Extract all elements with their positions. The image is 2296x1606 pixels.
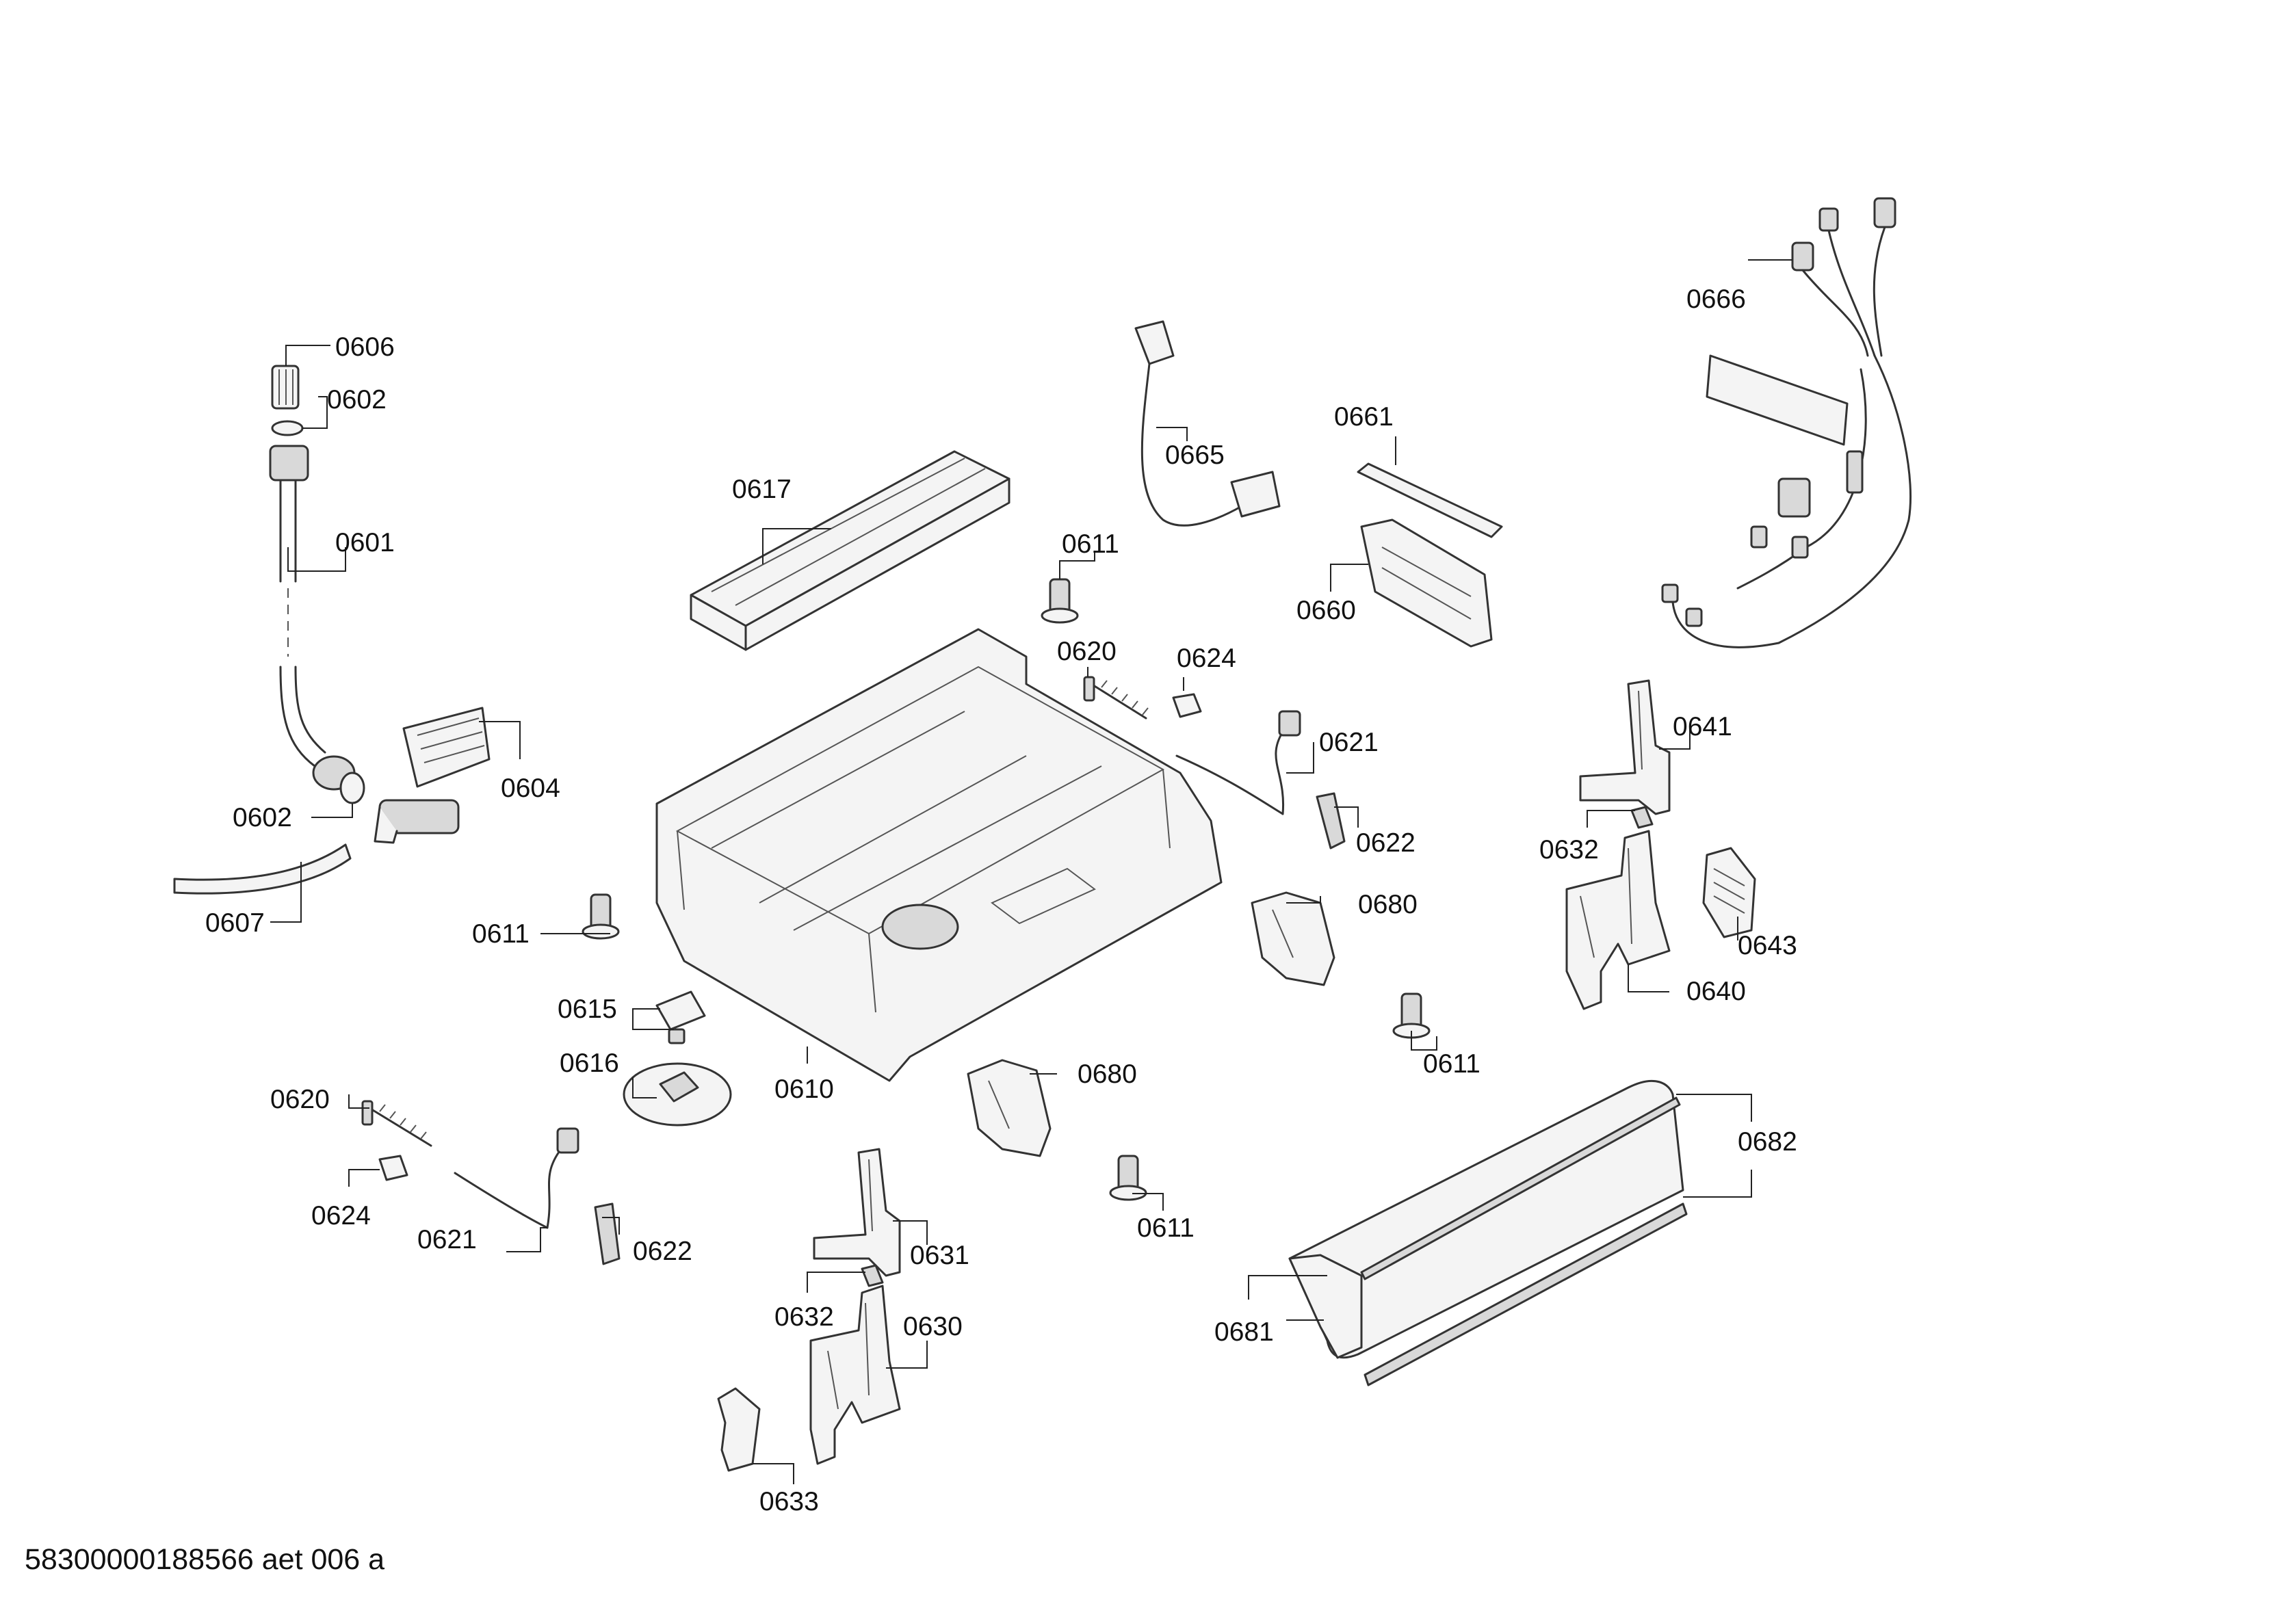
label-0601: 0601: [335, 528, 395, 557]
document-code: 58300000188566 aet 006 a: [25, 1543, 385, 1576]
label-0622: 0622: [1356, 828, 1416, 858]
label-0621: 0621: [417, 1225, 477, 1254]
part-0641-hinge: [1579, 679, 1671, 815]
label-0633: 0633: [759, 1487, 819, 1516]
label-0624: 0624: [311, 1201, 371, 1230]
part-0616-disc: [623, 1062, 732, 1127]
label-0616: 0616: [560, 1049, 619, 1078]
part-0682-plinth: [1288, 1080, 1688, 1386]
part-0620-spring-a: [1083, 676, 1149, 720]
part-0661-strip: [1357, 462, 1503, 538]
part-0602-seal-ring-bottom: [339, 772, 365, 804]
label-0611: 0611: [472, 919, 530, 949]
label-0660: 0660: [1296, 596, 1356, 625]
part-0621-sensor-b: [454, 1127, 579, 1229]
part-0633-clip: [717, 1387, 761, 1472]
label-0621: 0621: [1319, 728, 1379, 757]
label-0681: 0681: [1214, 1317, 1274, 1347]
label-0610: 0610: [774, 1075, 834, 1104]
label-0606: 0606: [335, 332, 395, 362]
label-0680: 0680: [1078, 1059, 1137, 1089]
label-0611: 0611: [1137, 1213, 1195, 1243]
part-0666-wiring-harness: [1661, 197, 1912, 648]
part-0615-clip: [655, 990, 706, 1044]
label-0641: 0641: [1673, 712, 1732, 741]
part-0630-bracket: [809, 1285, 901, 1465]
label-0611: 0611: [1423, 1049, 1480, 1079]
part-0631-hinge: [813, 1148, 901, 1277]
part-0610-base-frame: [655, 628, 1223, 1082]
part-0624-cap-a: [1172, 693, 1202, 718]
part-0632-spring-a: [1630, 806, 1654, 829]
part-0604-inlet-valve: [374, 707, 491, 844]
label-0624: 0624: [1177, 644, 1236, 673]
label-0631: 0631: [910, 1241, 969, 1270]
label-0620: 0620: [270, 1085, 330, 1114]
part-0681-end-piece: [1288, 1254, 1363, 1359]
part-0624-cap-b: [378, 1155, 408, 1181]
part-0665-power-cord: [1134, 320, 1281, 527]
label-0607: 0607: [205, 908, 265, 938]
part-0611-screw-d: [1109, 1155, 1147, 1201]
label-0602: 0602: [327, 385, 387, 414]
part-0643-connector: [1702, 847, 1756, 938]
part-0680-mount-b: [967, 1059, 1052, 1157]
label-0604: 0604: [501, 774, 560, 803]
label-0640: 0640: [1686, 977, 1746, 1006]
label-0665: 0665: [1165, 440, 1225, 470]
part-0660-frame: [1360, 518, 1493, 648]
part-0611-screw-a: [1041, 578, 1079, 624]
part-labels: 0606 0602 0601 0604 0602 0607 0617 0611 …: [205, 285, 1797, 1516]
label-0630: 0630: [903, 1312, 963, 1341]
part-0622-clip-a: [1316, 792, 1346, 850]
part-0611-screw-b: [582, 893, 620, 940]
label-0611: 0611: [1062, 529, 1119, 559]
part-0606-cap: [271, 365, 300, 410]
label-0602: 0602: [233, 803, 292, 832]
label-0666: 0666: [1686, 285, 1746, 314]
label-0680: 0680: [1358, 890, 1418, 919]
label-0615: 0615: [558, 995, 617, 1024]
leader-lines: [270, 259, 1792, 1484]
label-0661: 0661: [1334, 402, 1394, 432]
label-0617: 0617: [732, 475, 792, 504]
label-0682: 0682: [1738, 1127, 1797, 1157]
part-0680-mount-a: [1251, 891, 1335, 986]
part-0620-spring-b: [361, 1100, 432, 1147]
label-0643: 0643: [1738, 931, 1797, 960]
part-0617-tray: [690, 450, 1010, 651]
part-0640-bracket: [1565, 830, 1671, 1010]
label-0632: 0632: [1539, 835, 1599, 865]
part-0601-supply-hose: [269, 445, 356, 791]
part-0632-spring-b: [861, 1264, 884, 1287]
part-0602-seal-ring-top: [271, 420, 304, 436]
label-0632: 0632: [774, 1302, 834, 1332]
label-0622: 0622: [633, 1237, 692, 1266]
part-0621-sensor-a: [1175, 710, 1301, 815]
label-0620: 0620: [1057, 637, 1117, 666]
part-0622-clip-b: [594, 1202, 621, 1265]
part-0607-drain-hose: [173, 843, 352, 895]
